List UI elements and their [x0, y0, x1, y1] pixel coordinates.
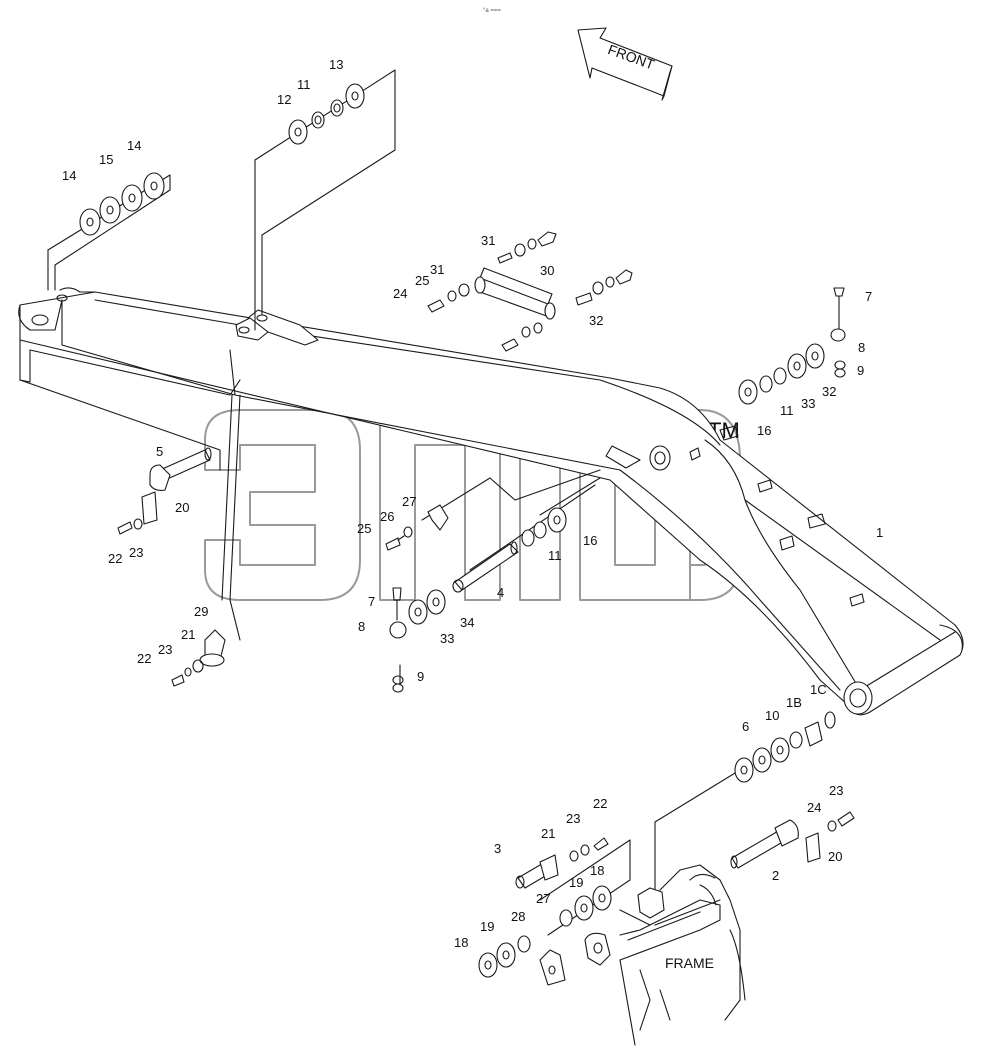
part-label: 25: [415, 273, 429, 288]
part-label: 1B: [786, 695, 802, 710]
washer-group-right: [738, 287, 846, 405]
part-label: 32: [589, 313, 603, 328]
part-label: 21: [541, 826, 555, 841]
part-label: 18: [454, 935, 468, 950]
part-label: 22: [593, 796, 607, 811]
part-label: 3: [494, 841, 501, 856]
middle-parts: [385, 504, 567, 693]
part-label: 27: [536, 891, 550, 906]
part-label: 16: [583, 533, 597, 548]
bar-assembly-29: [427, 231, 633, 352]
part-label: 23: [129, 545, 143, 560]
part-label: 31: [430, 262, 444, 277]
part-label: 24: [393, 286, 407, 301]
part-label: 21: [181, 627, 195, 642]
part-label: 33: [801, 396, 815, 411]
part-label: 32: [822, 384, 836, 399]
part-label: 26: [380, 509, 394, 524]
part-label: 11: [780, 403, 794, 418]
part-label: 8: [358, 619, 365, 634]
part-label: 8: [858, 340, 865, 355]
part-label: 16: [757, 423, 771, 438]
part-label: 7: [368, 594, 375, 609]
part-label: 1: [876, 525, 883, 540]
part-label: 22: [137, 651, 151, 666]
part-label: 23: [829, 783, 843, 798]
part-label: 9: [417, 669, 424, 684]
part-label: 11: [297, 77, 311, 92]
part-label: 34: [460, 615, 474, 630]
pin-2: [730, 811, 855, 869]
part-label: 24: [807, 800, 821, 815]
part-labels: 1 1B 1C 2 3 4 5 6 7 7 8 8 9 9 10 11 11 1…: [62, 57, 883, 950]
top-mark: °a ===: [483, 8, 501, 14]
part-label: 13: [329, 57, 343, 72]
pin-3: [478, 837, 612, 978]
part-label: 25: [357, 521, 371, 536]
frame: FRAME: [539, 864, 746, 1046]
frame-label: FRAME: [665, 955, 714, 971]
part-label: 7: [865, 289, 872, 304]
part-label: 23: [566, 811, 580, 826]
part-label: 19: [569, 875, 583, 890]
washer-group-lower-right: [734, 711, 836, 783]
bracket-28: [171, 629, 226, 687]
washer-group-14-15: [79, 172, 165, 236]
part-label: 27: [402, 494, 416, 509]
part-label: 15: [99, 152, 113, 167]
part-label: 31: [481, 233, 495, 248]
part-label: 2: [772, 868, 779, 883]
front-arrow: FRONT: [577, 27, 673, 101]
part-label: 19: [480, 919, 494, 934]
part-label: 29: [194, 604, 208, 619]
part-label: 5: [156, 444, 163, 459]
washer-group-11-12-13: [288, 83, 365, 145]
part-label: 23: [158, 642, 172, 657]
part-label: 14: [127, 138, 141, 153]
part-label: 30: [540, 263, 554, 278]
part-label: 12: [277, 92, 291, 107]
part-label: 22: [108, 551, 122, 566]
part-label: 20: [828, 849, 842, 864]
part-label: 14: [62, 168, 76, 183]
part-label: 9: [857, 363, 864, 378]
part-label: 10: [765, 708, 779, 723]
pin-5: [117, 447, 212, 535]
part-label: 6: [742, 719, 749, 734]
part-label: 18: [590, 863, 604, 878]
part-label: 20: [175, 500, 189, 515]
part-label: 33: [440, 631, 454, 646]
part-label: 1C: [810, 682, 827, 697]
part-label: 4: [497, 585, 504, 600]
part-label: 11: [548, 548, 562, 563]
part-label: 28: [511, 909, 525, 924]
boom-body: [18, 287, 964, 716]
